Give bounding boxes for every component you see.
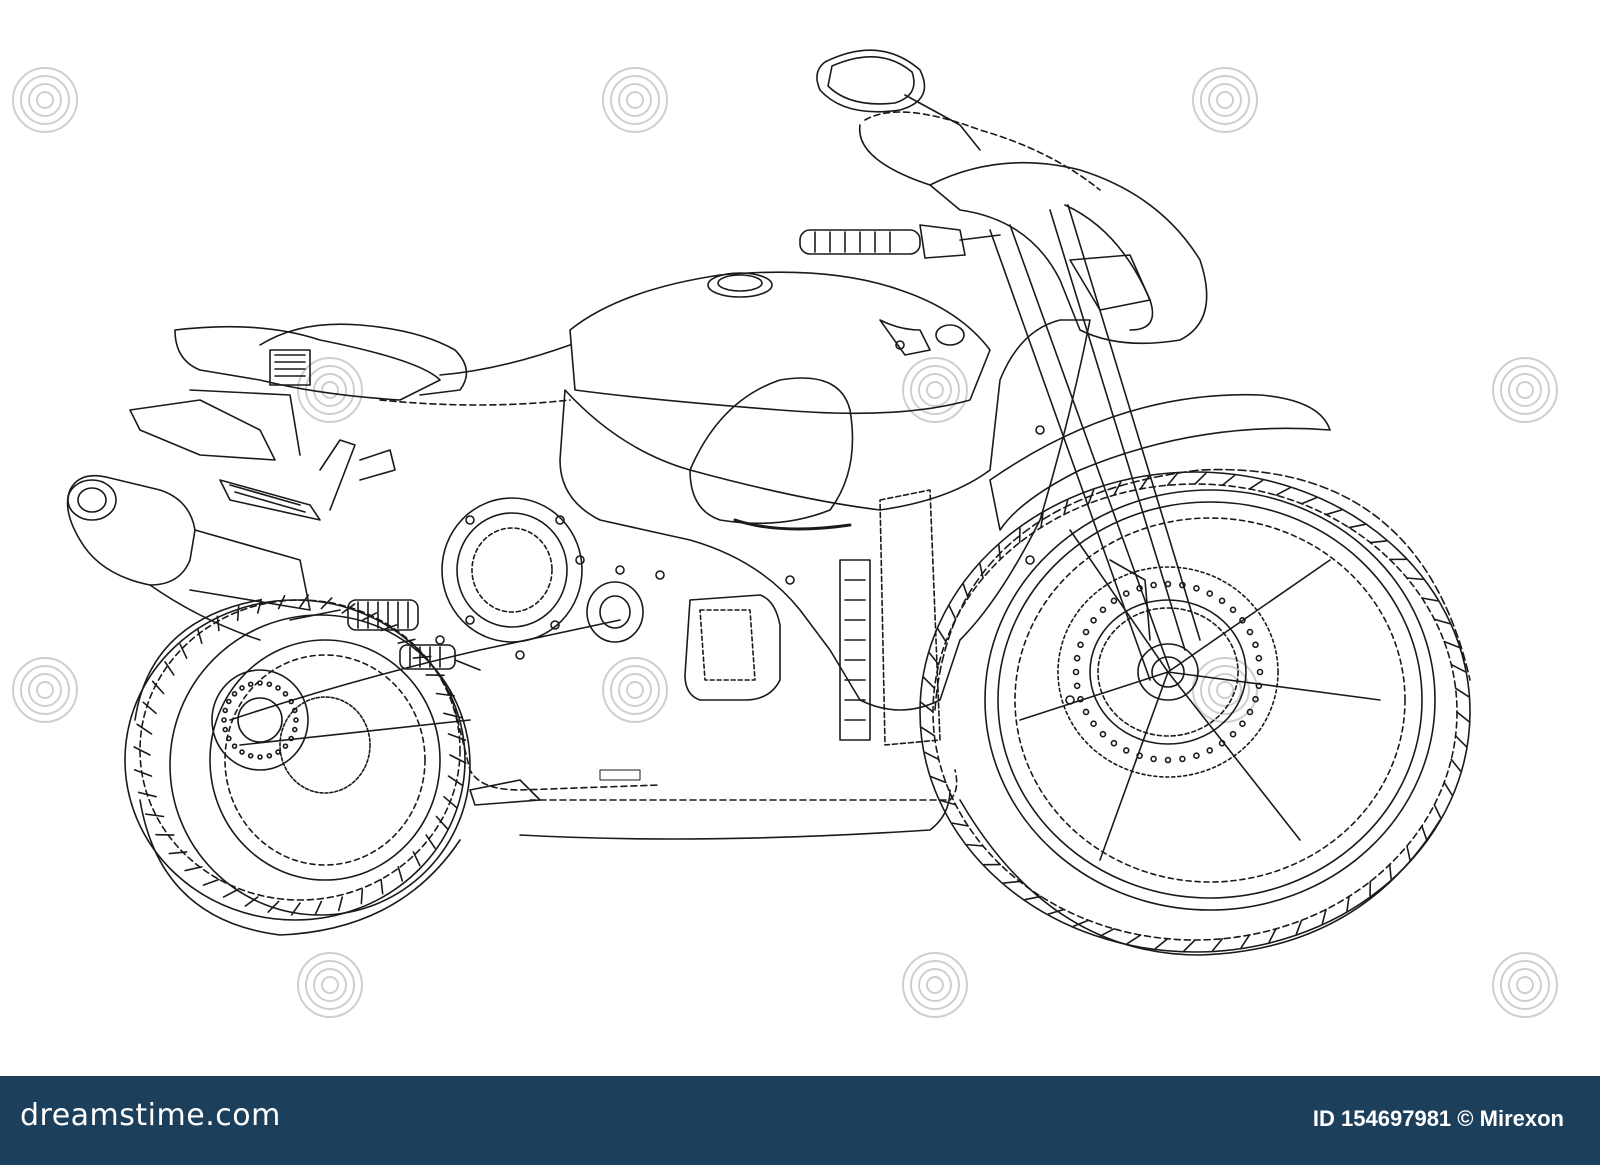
front-tire-tread xyxy=(920,472,1470,952)
side-fairing xyxy=(559,319,1091,711)
rear-sprocket xyxy=(279,696,371,794)
watermark-spiral-icon xyxy=(297,357,363,423)
engine xyxy=(441,489,958,840)
rear-bracket xyxy=(129,389,301,461)
watermark-spiral-icon xyxy=(602,657,668,723)
exhaust xyxy=(66,474,311,641)
footpeg xyxy=(219,439,396,521)
rear-tire-tread xyxy=(133,594,467,916)
watermark-spiral-icon xyxy=(1192,67,1258,133)
watermark-spiral-icon xyxy=(12,657,78,723)
author-name[interactable]: Mirexon xyxy=(1479,1106,1564,1131)
watermark-spiral-icon xyxy=(902,952,968,1018)
motorcycle-wireframe-icon xyxy=(12,49,1558,1018)
front-fender xyxy=(989,393,1331,531)
illustration-area xyxy=(12,49,1558,1018)
engine-bolts xyxy=(221,340,1264,764)
mirror xyxy=(816,49,981,151)
rear-shock xyxy=(289,599,481,671)
handlebar xyxy=(799,224,1001,259)
id-value: 154697981 xyxy=(1341,1106,1452,1131)
brand-logo[interactable]: dreamstime.com xyxy=(20,1098,281,1133)
front-fairing xyxy=(858,111,1208,345)
front-fork xyxy=(989,204,1201,681)
footer-bar: dreamstime.com ID 154697981 © Mirexon xyxy=(0,1076,1600,1165)
image-credit: ID 154697981 © Mirexon xyxy=(1313,1106,1564,1132)
rear-wheel xyxy=(124,599,471,936)
watermark-spiral-icon xyxy=(1492,952,1558,1018)
watermark-spiral-icon xyxy=(602,67,668,133)
id-label: ID xyxy=(1312,1106,1335,1131)
watermark-pattern xyxy=(12,67,1558,1018)
swingarm xyxy=(229,619,621,746)
watermark-spiral-icon xyxy=(1492,357,1558,423)
seat-and-tail xyxy=(174,323,571,406)
watermark-spiral-icon xyxy=(902,357,968,423)
front-wheel xyxy=(919,468,1471,956)
watermark-spiral-icon xyxy=(12,67,78,133)
watermark-spiral-icon xyxy=(297,952,363,1018)
copyright-icon: © xyxy=(1457,1106,1474,1131)
fuel-tank xyxy=(569,271,991,415)
